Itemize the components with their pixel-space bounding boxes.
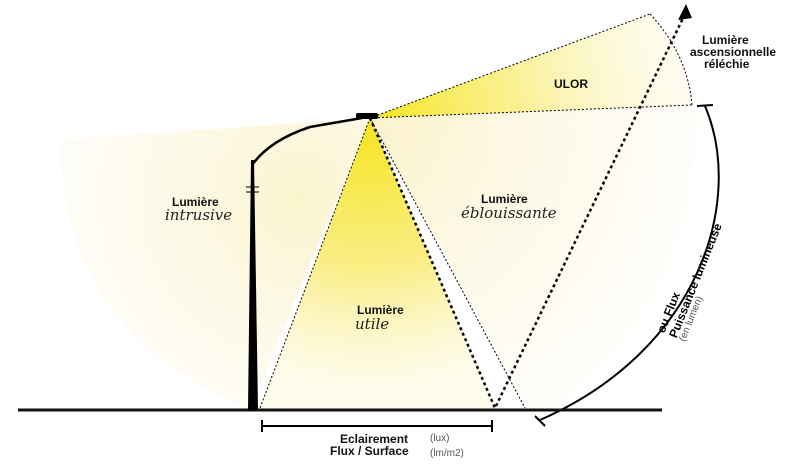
lamp-pole (248, 160, 258, 410)
glare-label-line2: éblouissante (461, 204, 557, 222)
dotted-boundaries (259, 13, 693, 409)
ulor-label: ULOR (554, 77, 588, 91)
glare-light-zone (370, 105, 696, 420)
pole-brackets (246, 186, 259, 193)
intrusive-label-line1: Lumière (172, 195, 219, 209)
ascending-label-line2: ascensionnelle (690, 45, 777, 59)
illumination-unit: (lux) (430, 433, 450, 444)
glare-label-line1: Lumière (481, 192, 528, 206)
pole-arm (250, 116, 363, 166)
useful-light-zone (260, 118, 495, 408)
ascending-label-line3: réléchie (704, 57, 750, 71)
flux-surface-unit: (lm/m2) (430, 448, 464, 459)
flux-surface-label: Flux / Surface (330, 444, 409, 458)
flux-arc (534, 104, 720, 427)
ascending-label-line1: Lumière (702, 33, 749, 47)
useful-label-line2: utile (355, 315, 390, 333)
intrusive-light-zone (60, 118, 370, 410)
intrusive-label-line2: intrusive (165, 206, 233, 224)
useful-label-line1: Lumière (357, 303, 404, 317)
ulor-light-zone (370, 14, 692, 118)
lamp-head (356, 113, 378, 119)
illumination-label: Eclairement (340, 432, 409, 446)
reflected-ray-arrowhead (678, 4, 692, 20)
reflected-ray (368, 13, 687, 412)
illumination-span (261, 420, 493, 432)
